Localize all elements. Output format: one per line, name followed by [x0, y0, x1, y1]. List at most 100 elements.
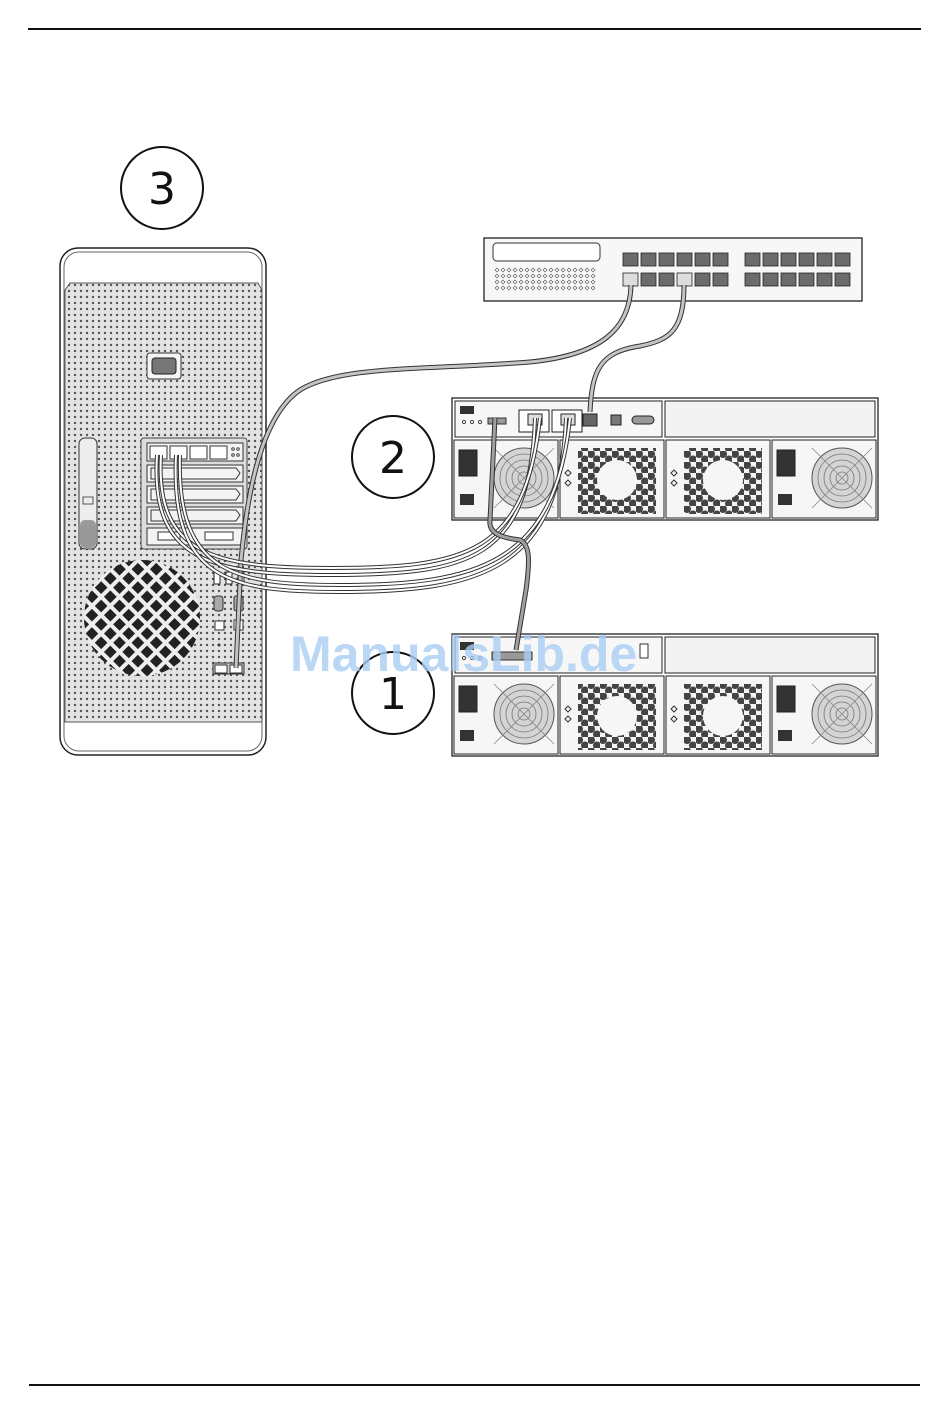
switch-port[interactable]	[762, 272, 779, 287]
fan-status-led	[564, 469, 572, 487]
switch-port[interactable]	[816, 252, 833, 267]
header-rule	[28, 28, 921, 30]
status-led	[469, 419, 475, 425]
vent-hole	[548, 279, 554, 285]
vent-hole	[530, 267, 536, 273]
vent-hole	[524, 267, 530, 273]
switch-port[interactable]	[658, 272, 675, 287]
service-ethernet-port[interactable]	[610, 414, 622, 426]
vent-hole	[560, 285, 566, 291]
vent-hole	[566, 279, 572, 285]
vent-hole	[590, 267, 596, 273]
dvi-port-1[interactable]	[157, 531, 181, 541]
vent-hole	[584, 285, 590, 291]
ethernet-ports	[212, 662, 245, 675]
switch-port[interactable]	[780, 252, 797, 267]
switch-port[interactable]	[658, 252, 675, 267]
card-port-3[interactable]	[189, 445, 208, 460]
vent-hole	[584, 267, 590, 273]
power-switch[interactable]	[778, 494, 792, 505]
switch-port[interactable]	[744, 252, 761, 267]
vent-hole	[554, 273, 560, 279]
vent-hole	[494, 267, 500, 273]
vent-hole	[572, 267, 578, 273]
callout-circle	[351, 415, 435, 499]
fan-hub	[597, 696, 637, 736]
optical-audio-port[interactable]	[214, 620, 225, 631]
audio-jack[interactable]	[217, 643, 221, 647]
fan-hub	[703, 460, 743, 500]
switch-port[interactable]	[694, 272, 711, 287]
switch-port[interactable]	[780, 272, 797, 287]
switch-port[interactable]	[834, 272, 851, 287]
switch-port[interactable]	[622, 272, 639, 287]
switch-port[interactable]	[694, 252, 711, 267]
dvi-port-2[interactable]	[204, 531, 234, 541]
firewire-port-1[interactable]	[213, 595, 224, 612]
pci-slot-covers	[146, 464, 244, 525]
vent-hole	[566, 273, 572, 279]
vent-hole	[554, 279, 560, 285]
vent-hole	[512, 267, 518, 273]
switch-port[interactable]	[640, 252, 657, 267]
controller-latch[interactable]	[460, 642, 474, 650]
switch-port[interactable]	[816, 272, 833, 287]
switch-port[interactable]	[676, 252, 693, 267]
serial-port[interactable]	[631, 415, 655, 425]
vent-hole	[560, 279, 566, 285]
expansion-input-port[interactable]	[491, 651, 533, 661]
fan-guard-ring	[817, 453, 867, 503]
fan-guard-ring	[829, 465, 855, 491]
switch-port[interactable]	[744, 272, 761, 287]
power-switch[interactable]	[460, 730, 474, 741]
callout-3: 3	[120, 146, 204, 230]
ethernet-cable-enclosure	[587, 284, 687, 413]
vent-hole	[500, 267, 506, 273]
blank-controller-slot	[664, 636, 876, 674]
fan-guard-spokes	[493, 447, 555, 509]
fan-guard-ring	[499, 689, 549, 739]
fan-guard-ring	[511, 701, 537, 727]
switch-port[interactable]	[834, 252, 851, 267]
switch-port[interactable]	[798, 272, 815, 287]
vent-hole	[572, 273, 578, 279]
vent-hole	[542, 267, 548, 273]
fibre-card-ports	[149, 445, 240, 460]
power-inlet-icon	[458, 685, 478, 713]
vent-hole	[524, 273, 530, 279]
switch-port[interactable]	[676, 272, 693, 287]
power-switch[interactable]	[778, 730, 792, 741]
cabling-diagram: 3 2 1 ManualsLib.de	[59, 146, 879, 757]
status-led	[477, 419, 483, 425]
card-port-4[interactable]	[209, 445, 228, 460]
status-led	[461, 419, 467, 425]
vent-hole	[506, 267, 512, 273]
power-inlet-icon	[458, 449, 478, 477]
vent-hole	[518, 267, 524, 273]
power-switch[interactable]	[460, 494, 474, 505]
fan-hub	[597, 460, 637, 500]
vent-hole	[578, 267, 584, 273]
controller-latch[interactable]	[460, 406, 474, 414]
expansion-output-port[interactable]	[639, 643, 649, 659]
management-ethernet-port[interactable]	[582, 413, 598, 427]
switch-port[interactable]	[622, 252, 639, 267]
fan-guard-ring	[835, 471, 849, 485]
switch-port[interactable]	[762, 252, 779, 267]
switch-port[interactable]	[712, 252, 729, 267]
vent-hole	[578, 273, 584, 279]
switch-port[interactable]	[640, 272, 657, 287]
switch-port[interactable]	[712, 272, 729, 287]
vent-hole	[494, 285, 500, 291]
ethernet-port-1[interactable]	[214, 664, 228, 674]
vent-hole	[566, 267, 572, 273]
vent-hole	[524, 279, 530, 285]
vent-hole	[590, 279, 596, 285]
fan-guard-ring	[835, 707, 849, 721]
tower-fan-grille	[84, 560, 200, 676]
vent-hole	[530, 285, 536, 291]
vent-hole	[530, 273, 536, 279]
vent-hole	[560, 267, 566, 273]
storage-enclosure-lower	[451, 633, 879, 757]
switch-port[interactable]	[798, 252, 815, 267]
